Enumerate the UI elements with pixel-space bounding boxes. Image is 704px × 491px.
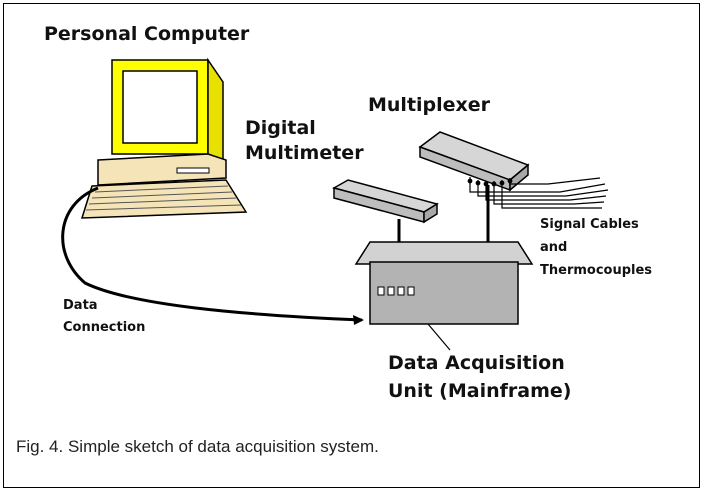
signal-cables-label-line2: and xyxy=(540,240,568,255)
digital-multimeter xyxy=(332,179,439,224)
daq-unit-label-line2: Unit (Mainframe) xyxy=(388,380,572,402)
signal-cables-label-line3: Thermocouples xyxy=(540,263,653,278)
multiplexer-label: Multiplexer xyxy=(368,94,491,116)
monitor-side xyxy=(207,57,224,162)
disk-drive xyxy=(176,167,210,174)
data-connection-label-line2: Connection xyxy=(63,320,146,335)
data-connection-cable xyxy=(61,186,363,322)
data-acquisition-unit xyxy=(354,241,534,325)
daq-unit-label-line1: Data Acquisition xyxy=(388,352,565,374)
digital-multimeter-label-line1: Digital xyxy=(245,117,316,139)
personal-computer xyxy=(80,57,248,219)
signal-cables-label-line1: Signal Cables xyxy=(540,217,639,232)
personal-computer-label: Personal Computer xyxy=(44,23,250,45)
data-connection-label-line1: Data xyxy=(63,298,98,313)
pc-body xyxy=(97,153,227,186)
daq-label-pointer xyxy=(427,323,451,351)
cable-arrowhead xyxy=(353,315,364,325)
digital-multimeter-label-line2: Multimeter xyxy=(245,142,364,164)
monitor-screen xyxy=(122,70,198,144)
figure-caption: Fig. 4. Simple sketch of data acquisitio… xyxy=(16,437,379,456)
signal-cables xyxy=(467,177,609,209)
figure-frame xyxy=(3,3,700,488)
